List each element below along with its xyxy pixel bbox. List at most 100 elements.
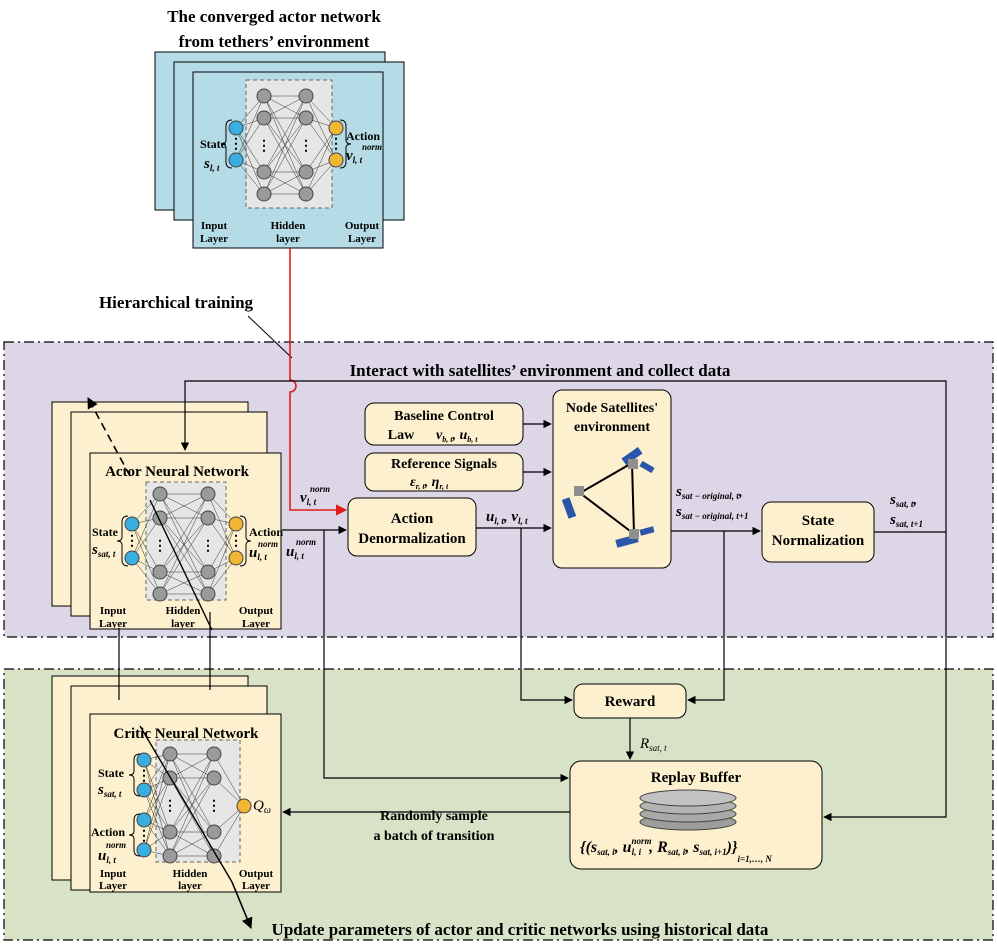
nn-node bbox=[206, 770, 222, 786]
reward-block: Reward bbox=[573, 683, 687, 719]
nn-brace bbox=[128, 813, 141, 857]
nn-node bbox=[328, 120, 344, 136]
env-label-1: Node Satellites' bbox=[566, 401, 658, 416]
update-region-title: Update parameters of actor and critic ne… bbox=[272, 920, 769, 939]
s-orig-sub-1: sat − original, t bbox=[681, 491, 739, 501]
state-to-reward-arrow bbox=[687, 531, 725, 705]
action-denorm-label-2: Denormalization bbox=[358, 531, 466, 547]
nn-ellipsis: ⋮ bbox=[137, 829, 151, 844]
nn-connection bbox=[305, 95, 337, 161]
s-sat-symbol-1: s bbox=[889, 492, 896, 508]
buffer-u-sub: l, i bbox=[632, 847, 642, 857]
nn-node bbox=[200, 564, 216, 580]
u-symbol: u bbox=[486, 509, 494, 525]
nn-connection bbox=[207, 557, 237, 595]
satellite-icon-3 bbox=[615, 526, 655, 548]
actor-input-layer-2: Layer bbox=[99, 618, 127, 630]
critic-state-label: State bbox=[98, 766, 125, 780]
top-hidden-layer-1: Hidden bbox=[271, 220, 306, 232]
nn-ellipsis: ⋮ bbox=[257, 139, 271, 154]
nn-ellipsis: ⋮ bbox=[329, 137, 343, 152]
v-norm-sup: norm bbox=[310, 484, 330, 494]
u-norm-sup: norm bbox=[296, 537, 316, 547]
nn-connection bbox=[263, 95, 307, 173]
nn-node bbox=[256, 186, 272, 202]
nn-ellipsis: ⋮ bbox=[153, 539, 167, 554]
nn-node bbox=[162, 824, 178, 840]
nn-connection bbox=[263, 171, 307, 195]
critic-output-layer-1: Output bbox=[239, 868, 274, 880]
buffer-r-sub: sat, i bbox=[667, 847, 686, 857]
actor-network-diagram: ⋮⋮⋮⋮ bbox=[116, 481, 252, 602]
nn-node bbox=[228, 550, 244, 566]
nn-brace bbox=[128, 753, 141, 797]
top-action-label: Action bbox=[346, 129, 380, 143]
svg-text:sl, t: sl, t bbox=[203, 156, 220, 173]
buffer-open: {(s bbox=[580, 839, 597, 856]
critic-title: Critic Neural Network bbox=[114, 726, 260, 742]
nn-node bbox=[124, 550, 140, 566]
nn-node bbox=[256, 110, 272, 126]
buffer-s-sub: sat, i bbox=[596, 847, 615, 857]
nn-connection bbox=[263, 117, 307, 195]
svg-text:ul, t, vl, t: ul, t, vl, t bbox=[486, 509, 528, 526]
nn-connection bbox=[131, 523, 161, 595]
nn-connection bbox=[159, 493, 209, 595]
hierarchical-training-pointer bbox=[247, 315, 293, 359]
svg-text:ssat − original, t,: ssat − original, t, bbox=[675, 484, 743, 501]
critic-action-symbol: u bbox=[98, 848, 106, 864]
critic-input-layer-1: Input bbox=[100, 868, 127, 880]
actor-state-symbol: s bbox=[91, 542, 98, 558]
nn-node bbox=[152, 586, 168, 602]
critic-q-symbol: Q bbox=[253, 798, 264, 814]
top-hidden-layer-2: layer bbox=[276, 233, 300, 245]
reward-label: Reward bbox=[605, 694, 656, 710]
top-network-title-line2: from tethers’ environment bbox=[179, 32, 370, 51]
nn-node bbox=[136, 752, 152, 768]
reward-sub: sat, t bbox=[649, 743, 667, 753]
svg-text:ul, t: ul, t bbox=[98, 848, 116, 865]
nn-brace bbox=[220, 119, 233, 169]
svg-text:ssat, t: ssat, t bbox=[97, 782, 122, 799]
nn-node bbox=[152, 510, 168, 526]
u-sub: l, t bbox=[494, 516, 504, 526]
baseline-label-2: Law bbox=[388, 428, 415, 443]
reward-symbol: R bbox=[639, 736, 649, 752]
buffer-u-sup: norm bbox=[632, 836, 652, 846]
critic-action-sub: l, t bbox=[106, 855, 116, 865]
database-icon bbox=[639, 789, 737, 831]
nn-connection bbox=[169, 831, 215, 857]
nn-ellipsis: ⋮ bbox=[229, 137, 243, 152]
nn-ellipsis: ⋮ bbox=[163, 799, 177, 814]
s-orig-symbol-1: s bbox=[675, 484, 682, 500]
nn-connection bbox=[131, 523, 161, 573]
nn-node bbox=[200, 586, 216, 602]
state-norm-label-2: Normalization bbox=[772, 533, 865, 549]
actor-output-layer-2: Layer bbox=[242, 618, 270, 630]
env-label-2: environment bbox=[574, 420, 650, 435]
svg-text:ul, t: ul, t bbox=[249, 545, 267, 562]
nn-node bbox=[136, 812, 152, 828]
nn-connection bbox=[143, 777, 171, 821]
sample-label-2: a batch of transition bbox=[374, 829, 495, 844]
svg-text:ul, t: ul, t bbox=[286, 544, 304, 561]
nn-connection bbox=[143, 789, 171, 857]
top-input-layer-1: Input bbox=[201, 220, 228, 232]
actor-state-label: State bbox=[92, 525, 119, 539]
actor-title: Actor Neural Network bbox=[105, 464, 250, 480]
top-state-sub: l, t bbox=[210, 163, 220, 173]
nn-node bbox=[236, 798, 252, 814]
critic-update-line bbox=[139, 725, 233, 883]
top-input-layer-2: Layer bbox=[200, 233, 228, 245]
baseline-v-sub: b, t bbox=[442, 435, 453, 444]
nn-ellipsis: ⋮ bbox=[125, 534, 139, 549]
satellite-icon-2 bbox=[621, 446, 655, 474]
svg-text:Qω: Qω bbox=[253, 798, 271, 816]
nn-node bbox=[152, 564, 168, 580]
nn-connection bbox=[207, 517, 237, 559]
critic-action-label: Action bbox=[91, 825, 125, 839]
v-norm-sub: l, t bbox=[307, 497, 317, 507]
nn-node bbox=[206, 746, 222, 762]
baseline-u-sub: b, t bbox=[467, 435, 478, 444]
buffer-s2-sub: sat, i+1 bbox=[699, 847, 727, 857]
